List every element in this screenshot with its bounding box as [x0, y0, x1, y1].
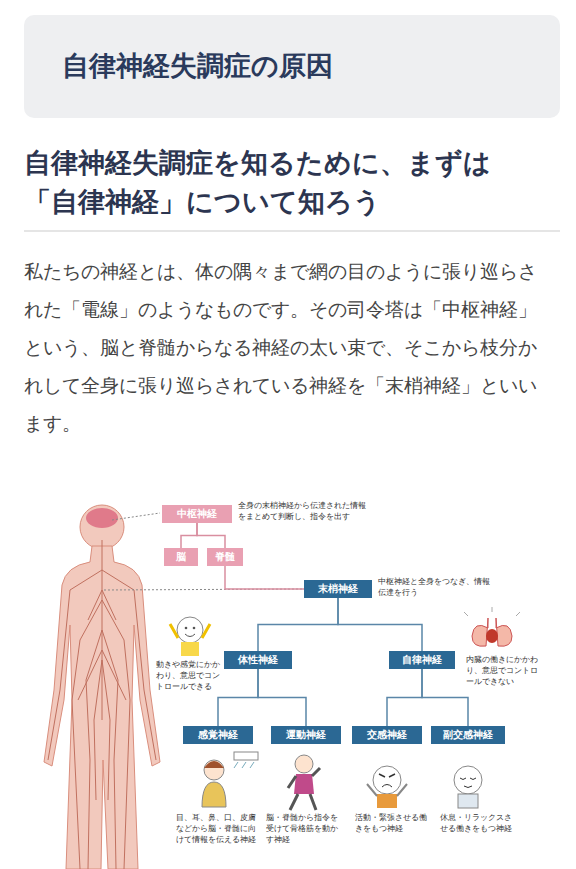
note: 目、耳、鼻、口、皮膚などから脳・脊髄に向けて情報を伝える神経	[176, 813, 256, 845]
box-label: 脳	[176, 551, 186, 562]
box-label: 副交感神経	[443, 729, 493, 740]
angry-icon	[367, 766, 407, 808]
relaxed-icon	[454, 766, 482, 808]
nerve-box: 交感神経	[352, 726, 422, 744]
nerve-box: 自律神経	[389, 651, 455, 669]
note: 脳・脊髄から指令を受けて骨格筋を動かす神経	[266, 813, 344, 845]
nerve-box: 中枢神経	[162, 505, 232, 523]
note: 全身の末梢神経から伝達された情報をまとめて判断し、指令を出す	[238, 501, 373, 523]
tree-connector	[258, 598, 338, 651]
box-label: 末梢神経	[318, 583, 358, 594]
box-label: 体性神経	[238, 654, 278, 665]
tree-connector	[197, 523, 225, 548]
tree-connector	[181, 523, 197, 548]
leader-line	[104, 513, 302, 590]
page-title: 自律神経失調症の原因	[62, 47, 333, 85]
box-label: 自律神経	[402, 654, 442, 665]
note: 休息・リラックスさせる働きをもつ神経	[440, 813, 512, 835]
note: 活動・緊張させる働きをもつ神経	[355, 813, 427, 835]
motion-icon	[288, 755, 320, 810]
tree-connector	[225, 566, 304, 589]
box-label: 感覚神経	[198, 729, 238, 740]
body-figure	[44, 505, 160, 869]
tree-connector	[338, 598, 422, 651]
nerve-box: 脳	[164, 548, 198, 566]
note: 内臓の働きにかかわり、意思でコントロールできない	[466, 655, 542, 687]
nerve-box: 運動神経	[271, 726, 341, 744]
box-label: 脊髄	[215, 551, 235, 562]
box-label: 中枢神経	[177, 508, 217, 519]
box-label: 運動神経	[286, 729, 326, 740]
nerve-box: 体性神経	[224, 651, 292, 669]
body-paragraph: 私たちの神経とは、体の隅々まで網の目のように張り巡らされた「電線」のようなもので…	[24, 252, 554, 442]
header-band	[24, 15, 560, 118]
tree-connector	[218, 669, 258, 726]
tree-connector	[422, 669, 468, 726]
smiley-icon	[170, 617, 210, 656]
box-label: 交感神経	[367, 729, 407, 740]
separator	[24, 230, 560, 232]
section-heading: 自律神経失調症を知るために、まずは「自律神経」について知ろう	[24, 143, 496, 221]
note: 中枢神経と全身をつなぎ、情報伝達を行う	[378, 577, 493, 599]
sense-icon	[202, 752, 258, 807]
tree-connector	[387, 669, 422, 726]
nerve-box: 末梢神経	[304, 580, 372, 598]
nerve-box: 脊髄	[207, 548, 243, 566]
nerve-box: 副交感神経	[431, 726, 505, 744]
tree-connector	[258, 669, 306, 726]
note: 動きや感覚にかかわり、意思でコントロールできる	[156, 660, 224, 692]
nerve-box: 感覚神経	[183, 726, 253, 744]
lungs-icon	[464, 607, 520, 646]
